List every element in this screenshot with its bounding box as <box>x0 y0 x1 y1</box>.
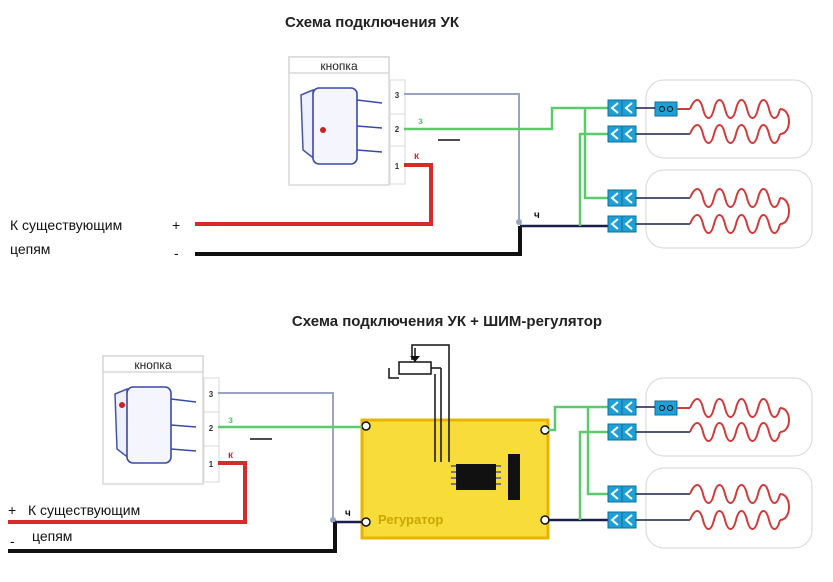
heater-pad-1-top <box>607 79 813 159</box>
potentiometer-icon <box>388 344 450 462</box>
plus-sign-bottom: + <box>8 502 16 518</box>
pin-1-top: 1 <box>395 162 400 171</box>
pin-1-bottom: 1 <box>209 460 214 469</box>
minus-sign-bottom: - <box>10 533 15 549</box>
plus-sign-top: + <box>172 217 180 233</box>
existing-circuits-top-line2: цепям <box>10 241 50 257</box>
wire-green-branch-bottom <box>586 407 610 496</box>
rocker-switch-icon <box>300 87 383 165</box>
pin-2-bottom: 2 <box>209 424 214 433</box>
button-switch-top: кнопка 3 2 1 <box>288 56 406 186</box>
label-black-top: ч <box>534 210 540 221</box>
wire-red-bottom <box>8 461 247 524</box>
wire-green-branch-top <box>583 108 610 200</box>
title-top: Схема подключения УК <box>285 14 460 31</box>
button-switch-bottom: кнопка 3 2 1 <box>102 355 220 485</box>
wire-black-top <box>195 226 522 256</box>
existing-circuits-bottom-line2: цепям <box>32 528 72 544</box>
rocker-switch-icon <box>114 386 197 464</box>
chip-icon <box>451 454 520 500</box>
label-green-bottom: з <box>228 415 233 426</box>
top-diagram: Схема подключения УК кнопка 3 2 1 <box>10 14 813 261</box>
title-bottom: Схема подключения УК + ШИМ-регулятор <box>292 313 602 330</box>
wire-green-out-bottom <box>548 405 610 432</box>
bottom-diagram: Схема подключения УК + ШИМ-регулятор кно… <box>8 313 813 553</box>
button-label-top: кнопка <box>320 59 358 73</box>
wire-red-top <box>195 163 433 226</box>
existing-circuits-top-line1: К существующим <box>10 217 122 233</box>
label-black-bottom: ч <box>345 508 351 519</box>
label-red-bottom: к <box>228 450 234 461</box>
label-red-top: к <box>414 151 420 162</box>
pin-2-top: 2 <box>395 125 400 134</box>
regulator-label: Регуратор <box>378 512 443 527</box>
wire-grey-top <box>404 93 520 222</box>
button-label-bottom: кнопка <box>134 358 172 372</box>
pin-3-top: 3 <box>395 91 400 100</box>
label-green-top: з <box>418 116 423 127</box>
minus-sign-top: - <box>174 245 179 261</box>
pin-3-bottom: 3 <box>209 390 214 399</box>
wire-green-back-bottom <box>578 430 612 520</box>
existing-circuits-bottom-line1: К существующим <box>28 502 140 518</box>
pwm-regulator: Регуратор <box>360 344 550 540</box>
wire-grey-bottom <box>218 392 334 520</box>
wire-green-top <box>404 106 610 131</box>
wire-black-conn2-top <box>578 132 612 226</box>
heater-pad-2-bottom <box>607 467 813 549</box>
heater-pad-1-bottom <box>607 377 813 457</box>
wire-black-bottom <box>8 522 337 553</box>
heater-pad-2-top <box>607 169 813 249</box>
